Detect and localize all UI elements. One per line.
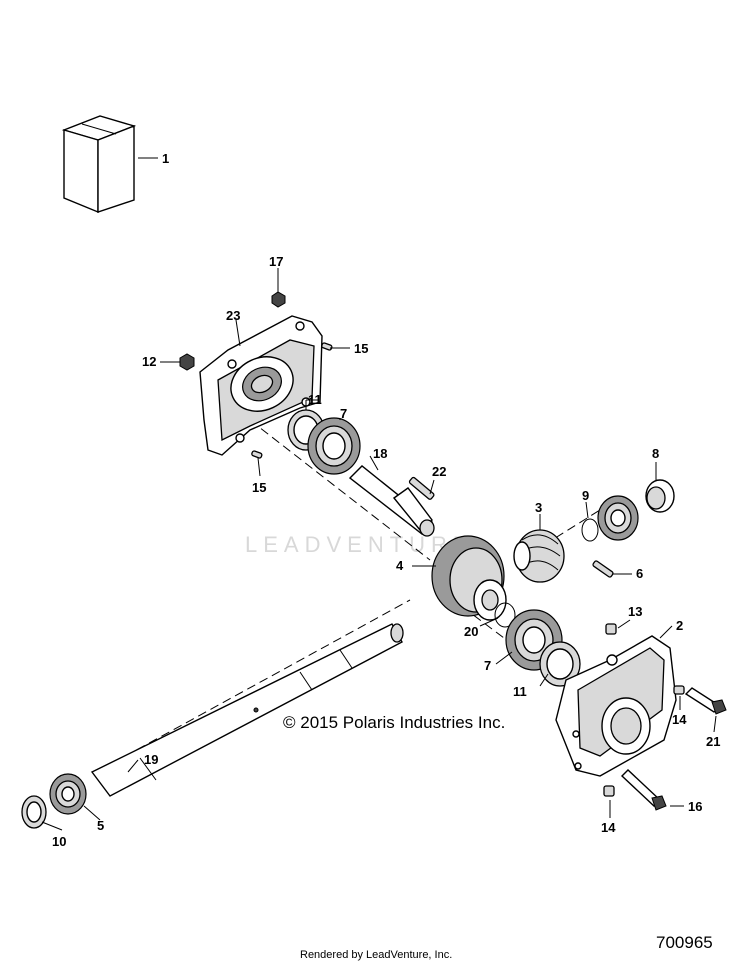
part-11-seal-lower[interactable] [539, 641, 581, 687]
callout-23[interactable]: 23 [226, 308, 240, 323]
callout-labels: 1 17 23 12 15 11 7 15 18 22 3 9 8 4 6 20… [52, 151, 720, 849]
part-9-snap-ring[interactable] [581, 518, 599, 542]
callout-19[interactable]: 19 [144, 752, 158, 767]
callout-11-lower[interactable]: 11 [513, 684, 527, 699]
callout-7-upper[interactable]: 7 [340, 406, 347, 421]
part-2-lower-housing[interactable] [555, 635, 677, 777]
part-4-worm-gear[interactable] [431, 535, 507, 621]
callout-4[interactable]: 4 [396, 558, 404, 573]
callout-11-upper[interactable]: 11 [308, 392, 322, 407]
part-20-retaining-ring[interactable] [494, 602, 516, 628]
callout-14-upper[interactable]: 14 [672, 712, 687, 727]
part-6-pin[interactable] [592, 560, 614, 578]
callout-22[interactable]: 22 [432, 464, 446, 479]
callout-12[interactable]: 12 [142, 354, 156, 369]
callout-16[interactable]: 16 [688, 799, 702, 814]
watermark-text: LEADVENTURE [245, 532, 474, 557]
part-5-bearing-lower[interactable] [49, 773, 87, 815]
callout-14-lower[interactable]: 14 [601, 820, 616, 835]
diagram-code: 700965 [656, 933, 713, 952]
part-16-bolt[interactable] [620, 769, 667, 811]
part-17-nut[interactable] [271, 291, 286, 308]
part-10-seal-ring[interactable] [21, 795, 47, 829]
part-18-output-shaft[interactable] [348, 465, 435, 537]
part-5-bearing-upper[interactable] [597, 495, 639, 541]
callout-15-lower[interactable]: 15 [252, 480, 266, 495]
part-21-bolt[interactable] [684, 687, 727, 715]
part-13-plug[interactable] [605, 623, 617, 635]
callout-18[interactable]: 18 [373, 446, 387, 461]
part-22-key[interactable] [408, 476, 435, 500]
callout-17[interactable]: 17 [269, 254, 283, 269]
callout-7-lower[interactable]: 7 [484, 658, 491, 673]
callout-3[interactable]: 3 [535, 500, 542, 515]
callout-5[interactable]: 5 [97, 818, 104, 833]
part-7-bearing-upper[interactable] [307, 417, 361, 475]
part-3-worm[interactable] [513, 529, 565, 583]
callout-9[interactable]: 9 [582, 488, 589, 503]
callout-21[interactable]: 21 [706, 734, 720, 749]
part-1-kit-box[interactable] [61, 115, 137, 214]
callout-15-upper[interactable]: 15 [354, 341, 368, 356]
callout-1[interactable]: 1 [162, 151, 169, 166]
part-19-input-shaft[interactable] [90, 623, 404, 797]
footer-text: Rendered by LeadVenture, Inc. [300, 949, 452, 961]
part-14-dowel-upper[interactable] [673, 685, 685, 695]
part-8-cup[interactable] [645, 479, 675, 513]
callout-8[interactable]: 8 [652, 446, 659, 461]
leader-lines [41, 157, 717, 831]
part-14-dowel-lower[interactable] [603, 785, 615, 797]
callout-10[interactable]: 10 [52, 834, 66, 849]
part-15-dowel-pin-lower[interactable] [251, 450, 263, 459]
callout-6[interactable]: 6 [636, 566, 643, 581]
callout-20[interactable]: 20 [464, 624, 478, 639]
copyright-text: © 2015 Polaris Industries Inc. [283, 713, 505, 732]
callout-13[interactable]: 13 [628, 604, 642, 619]
part-12-nut[interactable] [179, 353, 195, 371]
part-23-upper-housing[interactable] [199, 315, 323, 456]
callout-2[interactable]: 2 [676, 618, 683, 633]
part-15-dowel-pin-upper[interactable] [321, 342, 333, 351]
